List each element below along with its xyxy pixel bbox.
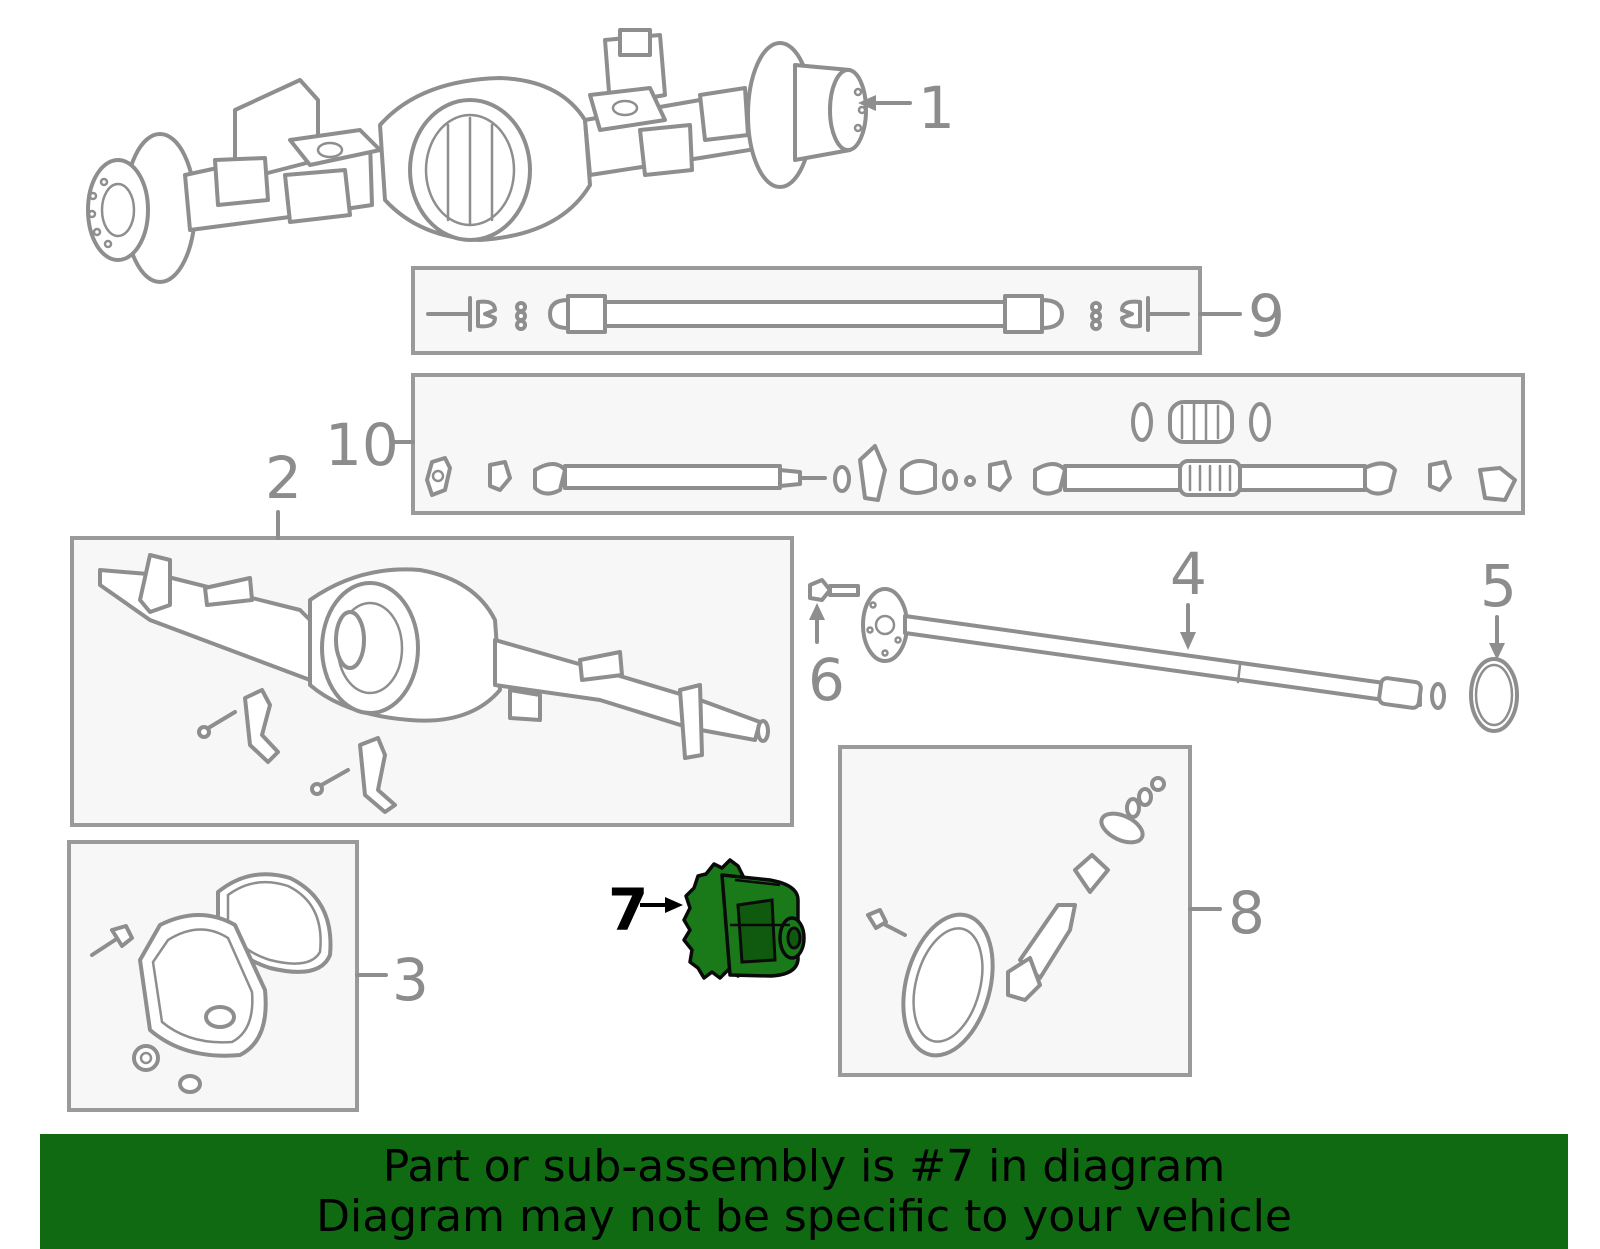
bolt-part-6[interactable]	[808, 578, 860, 602]
driveshaft-box-part-10[interactable]	[411, 373, 1525, 515]
driveshaft-part-10	[425, 400, 1517, 502]
callout-7: 7	[608, 876, 648, 944]
callout-9: 9	[1248, 282, 1285, 350]
banner-line-1: Part or sub-assembly is #7 in diagram	[382, 1140, 1226, 1192]
cover-part-3	[90, 872, 333, 1094]
callout-6: 6	[808, 646, 845, 714]
info-banner: Part or sub-assembly is #7 in diagram Di…	[40, 1134, 1568, 1249]
callout-8: 8	[1228, 879, 1265, 947]
callout-5: 5	[1480, 552, 1517, 620]
gear-set-part-8	[866, 776, 1166, 1058]
axle-housing-part-2	[98, 553, 770, 814]
seal-part-5[interactable]	[1469, 657, 1519, 733]
callout-3: 3	[392, 946, 429, 1014]
callout-4: 4	[1170, 540, 1207, 608]
banner-line-2: Diagram may not be specific to your vehi…	[316, 1190, 1292, 1242]
callout-2: 2	[265, 444, 302, 512]
axle-shaft-part-4[interactable]	[861, 587, 1446, 710]
differential-case-part-7[interactable]	[682, 858, 806, 980]
callout-10: 10	[325, 411, 399, 479]
driveshaft-part-9	[426, 294, 1190, 334]
axle-assembly-part-1[interactable]	[86, 28, 868, 284]
callout-1: 1	[918, 74, 955, 142]
